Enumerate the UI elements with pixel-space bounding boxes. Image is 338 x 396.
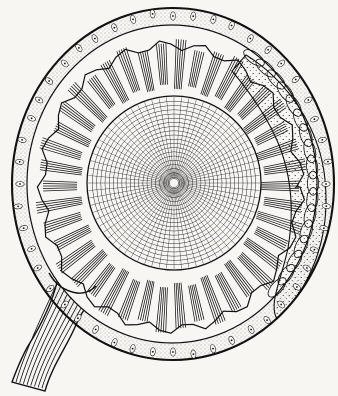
wall-cell-nucleus bbox=[250, 329, 252, 331]
wall-cell-nucleus bbox=[213, 19, 215, 21]
wall-cell-nucleus bbox=[48, 80, 50, 82]
wall-cell-nucleus bbox=[323, 227, 325, 229]
wall-cell-nucleus bbox=[325, 183, 327, 185]
wall-cell-nucleus bbox=[212, 348, 214, 350]
wall-cell-nucleus bbox=[325, 205, 327, 207]
wall-cell-nucleus bbox=[94, 38, 96, 40]
wall-cell-nucleus bbox=[314, 118, 316, 120]
wall-cell-nucleus bbox=[314, 249, 316, 251]
wall-cell-nucleus bbox=[114, 342, 116, 344]
wall-cell-nucleus bbox=[31, 117, 33, 119]
wall-cell-nucleus bbox=[172, 15, 174, 17]
wall-cell-nucleus bbox=[280, 304, 282, 306]
wall-cell-nucleus bbox=[31, 248, 33, 250]
wall-cell-nucleus bbox=[114, 27, 116, 29]
wall-cell-nucleus bbox=[64, 304, 66, 306]
wall-cell-nucleus bbox=[231, 339, 233, 341]
wall-cell-nucleus bbox=[17, 206, 19, 208]
wall-cell-nucleus bbox=[77, 317, 79, 319]
wall-cell-nucleus bbox=[306, 267, 308, 269]
wall-cell-nucleus bbox=[267, 49, 269, 51]
wall-cell-nucleus bbox=[295, 79, 297, 81]
wall-cell-nucleus bbox=[231, 25, 233, 27]
wall-cell-nucleus bbox=[49, 288, 51, 290]
wall-cell-nucleus bbox=[19, 183, 21, 185]
wall-cell-nucleus bbox=[296, 286, 298, 288]
wall-cell-nucleus bbox=[21, 139, 23, 141]
wall-cell-nucleus bbox=[19, 161, 21, 163]
wall-cell-nucleus bbox=[266, 319, 268, 321]
wall-cell-nucleus bbox=[64, 63, 66, 65]
wall-cell-nucleus bbox=[78, 47, 80, 49]
wall-cell-nucleus bbox=[321, 139, 323, 141]
wall-cell-nucleus bbox=[95, 329, 97, 331]
wall-cell-nucleus bbox=[307, 99, 309, 101]
wall-cell-nucleus bbox=[249, 38, 251, 40]
wall-cell-nucleus bbox=[192, 15, 194, 17]
wall-cell-nucleus bbox=[280, 63, 282, 65]
wall-cell-nucleus bbox=[23, 227, 25, 229]
wall-cell-nucleus bbox=[193, 353, 195, 355]
wall-cell-nucleus bbox=[132, 348, 134, 350]
wall-cell-nucleus bbox=[38, 99, 40, 101]
wall-cell-nucleus bbox=[172, 351, 174, 353]
wall-cell-nucleus bbox=[152, 351, 154, 353]
wall-cell-nucleus bbox=[327, 161, 329, 163]
wall-cell-nucleus bbox=[37, 267, 39, 269]
wall-cell-nucleus bbox=[152, 13, 154, 15]
wall-cell-nucleus bbox=[132, 19, 134, 21]
